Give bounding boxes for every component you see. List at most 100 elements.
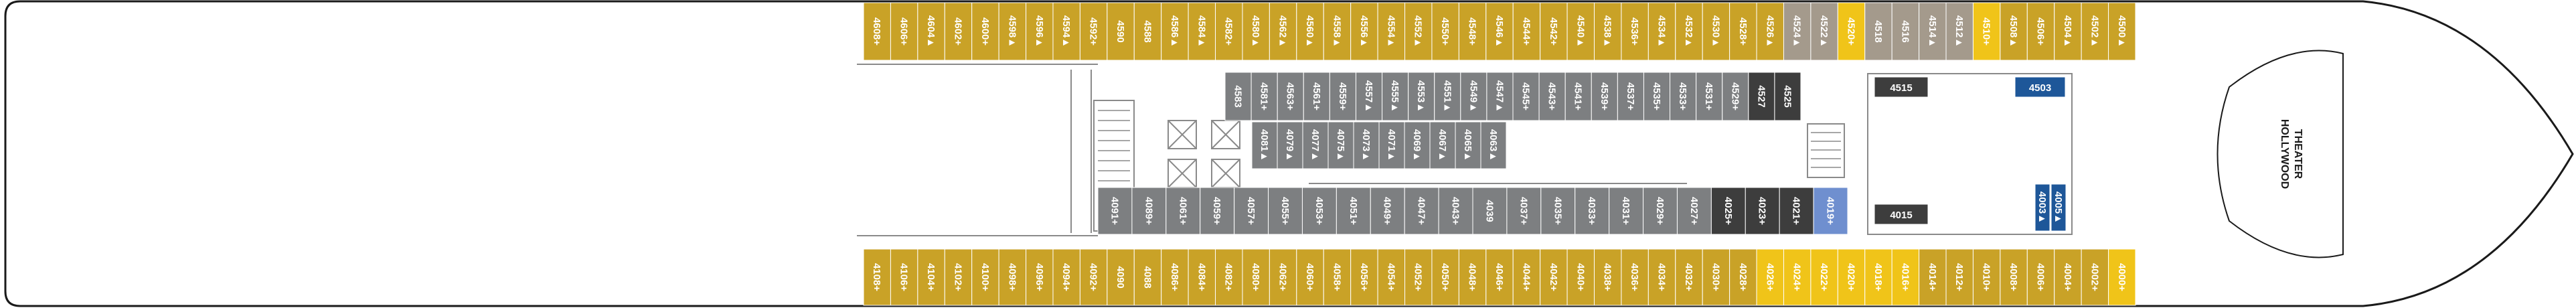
- cabin-4598[interactable]: 4598▲: [998, 2, 1027, 61]
- cabin-4010[interactable]: 4010+: [1972, 248, 2001, 306]
- cabin-4554[interactable]: 4554▲: [1377, 2, 1406, 61]
- cabin-4022[interactable]: 4022+: [1810, 248, 1838, 306]
- cabin-4067[interactable]: 4067▲: [1429, 121, 1456, 169]
- cabin-4029[interactable]: 4029+: [1643, 187, 1678, 235]
- cabin-4063[interactable]: 4063▲: [1480, 121, 1507, 169]
- cabin-4056[interactable]: 4056+: [1350, 248, 1378, 306]
- cabin-4057[interactable]: 4057+: [1234, 187, 1269, 235]
- cabin-4090[interactable]: 4090: [1107, 248, 1135, 306]
- cabin-4039[interactable]: 4039: [1472, 187, 1508, 235]
- cabin-4102[interactable]: 4102+: [944, 248, 973, 306]
- cabin-4002[interactable]: 4002+: [2081, 248, 2109, 306]
- cabin-4098[interactable]: 4098+: [998, 248, 1027, 306]
- cabin-4028[interactable]: 4028+: [1729, 248, 1757, 306]
- cabin-4026[interactable]: 4026+: [1756, 248, 1784, 306]
- cabin-4034[interactable]: 4034+: [1647, 248, 1676, 306]
- cabin-4557[interactable]: 4557▲: [1355, 72, 1383, 121]
- cabin-4048[interactable]: 4048+: [1458, 248, 1487, 306]
- cabin-4515[interactable]: 4515: [1874, 76, 1929, 98]
- cabin-4055[interactable]: 4055+: [1268, 187, 1303, 235]
- cabin-4562[interactable]: 4562▲: [1269, 2, 1297, 61]
- cabin-4037[interactable]: 4037+: [1506, 187, 1542, 235]
- cabin-4084[interactable]: 4084+: [1188, 248, 1216, 306]
- cabin-4500[interactable]: 4500▲: [2108, 2, 2136, 61]
- cabin-4512[interactable]: 4512▲: [1945, 2, 1974, 61]
- cabin-4040[interactable]: 4040+: [1566, 248, 1595, 306]
- cabin-4518[interactable]: 4518: [1864, 2, 1893, 61]
- cabin-4004[interactable]: 4004+: [2054, 248, 2082, 306]
- cabin-4047[interactable]: 4047+: [1404, 187, 1439, 235]
- cabin-4538[interactable]: 4538▲: [1593, 2, 1622, 61]
- cabin-4052[interactable]: 4052+: [1404, 248, 1433, 306]
- cabin-4528[interactable]: 4528+: [1729, 2, 1757, 61]
- cabin-4096[interactable]: 4096+: [1026, 248, 1054, 306]
- cabin-4081[interactable]: 4081▲: [1251, 121, 1278, 169]
- cabin-4035[interactable]: 4035+: [1540, 187, 1576, 235]
- cabin-4049[interactable]: 4049+: [1370, 187, 1405, 235]
- cabin-4527[interactable]: 4527: [1748, 72, 1775, 121]
- cabin-4086[interactable]: 4086+: [1161, 248, 1189, 306]
- cabin-4502[interactable]: 4502▲: [2081, 2, 2109, 61]
- cabin-4065[interactable]: 4065▲: [1455, 121, 1481, 169]
- cabin-4073[interactable]: 4073▲: [1353, 121, 1380, 169]
- cabin-4508[interactable]: 4508▲: [2000, 2, 2028, 61]
- cabin-4526[interactable]: 4526▲: [1756, 2, 1784, 61]
- cabin-4536[interactable]: 4536+: [1621, 2, 1649, 61]
- cabin-4547[interactable]: 4547▲: [1486, 72, 1514, 121]
- cabin-4071[interactable]: 4071▲: [1378, 121, 1405, 169]
- cabin-4514[interactable]: 4514▲: [1919, 2, 1947, 61]
- cabin-4588[interactable]: 4588: [1133, 2, 1162, 61]
- cabin-4530[interactable]: 4530▲: [1702, 2, 1730, 61]
- cabin-4044[interactable]: 4044+: [1512, 248, 1541, 306]
- cabin-4092[interactable]: 4092+: [1079, 248, 1108, 306]
- cabin-4000[interactable]: 4000+: [2108, 248, 2136, 306]
- cabin-4584[interactable]: 4584▲: [1188, 2, 1216, 61]
- cabin-4555[interactable]: 4555▲: [1382, 72, 1409, 121]
- cabin-4054[interactable]: 4054+: [1377, 248, 1406, 306]
- cabin-4544[interactable]: 4544+: [1512, 2, 1541, 61]
- cabin-4608[interactable]: 4608+: [863, 2, 891, 61]
- cabin-4516[interactable]: 4516: [1891, 2, 1920, 61]
- cabin-4586[interactable]: 4586▲: [1161, 2, 1189, 61]
- cabin-4548[interactable]: 4548+: [1458, 2, 1487, 61]
- cabin-4534[interactable]: 4534▲: [1647, 2, 1676, 61]
- cabin-4033[interactable]: 4033+: [1575, 187, 1610, 235]
- cabin-4106[interactable]: 4106+: [890, 248, 918, 306]
- cabin-4043[interactable]: 4043+: [1438, 187, 1473, 235]
- cabin-4030[interactable]: 4030+: [1702, 248, 1730, 306]
- cabin-4042[interactable]: 4042+: [1540, 248, 1568, 306]
- cabin-4582[interactable]: 4582+: [1215, 2, 1243, 61]
- cabin-4549[interactable]: 4549▲: [1460, 72, 1487, 121]
- cabin-4003[interactable]: 4003▲: [2034, 183, 2050, 232]
- cabin-4019[interactable]: 4019+: [1813, 187, 1848, 235]
- cabin-4553[interactable]: 4553▲: [1408, 72, 1435, 121]
- cabin-4100[interactable]: 4100+: [971, 248, 999, 306]
- cabin-4558[interactable]: 4558▲: [1323, 2, 1352, 61]
- cabin-4541[interactable]: 4541+: [1564, 72, 1592, 121]
- cabin-4540[interactable]: 4540▲: [1566, 2, 1595, 61]
- cabin-4580[interactable]: 4580▲: [1242, 2, 1270, 61]
- cabin-4036[interactable]: 4036+: [1621, 248, 1649, 306]
- cabin-4062[interactable]: 4062+: [1269, 248, 1297, 306]
- cabin-4532[interactable]: 4532▲: [1675, 2, 1703, 61]
- cabin-4094[interactable]: 4094+: [1052, 248, 1080, 306]
- cabin-4545[interactable]: 4545+: [1512, 72, 1540, 121]
- cabin-4024[interactable]: 4024+: [1783, 248, 1812, 306]
- cabin-4108[interactable]: 4108+: [863, 248, 891, 306]
- cabin-4561[interactable]: 4561+: [1303, 72, 1330, 121]
- cabin-4556[interactable]: 4556▲: [1350, 2, 1378, 61]
- cabin-4600[interactable]: 4600+: [971, 2, 999, 61]
- cabin-4014[interactable]: 4014+: [1919, 248, 1947, 306]
- cabin-4059[interactable]: 4059+: [1200, 187, 1235, 235]
- cabin-4089[interactable]: 4089+: [1131, 187, 1167, 235]
- cabin-4535[interactable]: 4535+: [1643, 72, 1671, 121]
- cabin-4510[interactable]: 4510+: [1972, 2, 2001, 61]
- cabin-4077[interactable]: 4077▲: [1302, 121, 1329, 169]
- cabin-4032[interactable]: 4032+: [1675, 248, 1703, 306]
- cabin-4027[interactable]: 4027+: [1676, 187, 1712, 235]
- cabin-4058[interactable]: 4058+: [1323, 248, 1352, 306]
- cabin-4069[interactable]: 4069▲: [1404, 121, 1431, 169]
- cabin-4525[interactable]: 4525: [1774, 72, 1801, 121]
- cabin-4091[interactable]: 4091+: [1097, 187, 1133, 235]
- cabin-4008[interactable]: 4008+: [2000, 248, 2028, 306]
